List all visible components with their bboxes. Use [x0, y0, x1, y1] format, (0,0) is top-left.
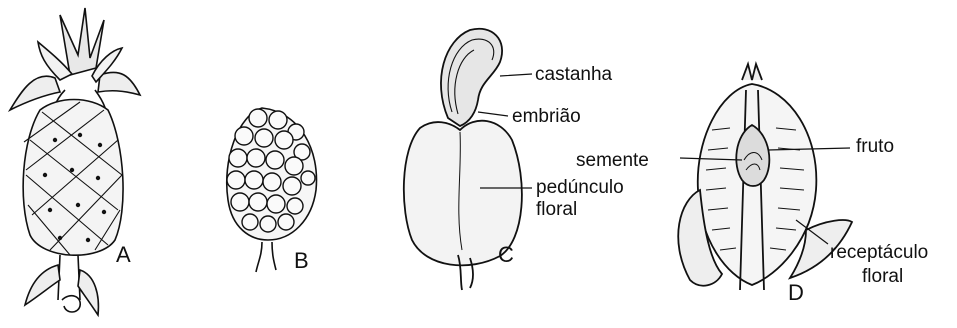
label-receptacle-line2: floral: [862, 266, 903, 287]
label-peduncle-line2: floral: [536, 199, 577, 220]
label-a: A: [116, 242, 131, 267]
pineapple-stalk: [25, 255, 98, 315]
panel-d-section: [678, 64, 852, 290]
label-embriao: embrião: [512, 106, 581, 127]
label-peduncle-line1: pedúnculo: [536, 177, 624, 198]
label-fruto: fruto: [856, 136, 894, 157]
cashew-nut: [441, 29, 502, 126]
label-receptacle-line1: receptáculo: [830, 242, 928, 263]
panel-a-pineapple: [10, 8, 140, 315]
pineapple-body: [23, 100, 123, 256]
label-castanha: castanha: [535, 64, 613, 85]
label-b: B: [294, 248, 309, 273]
label-d: D: [788, 280, 804, 305]
label-c: C: [498, 242, 514, 267]
label-semente: semente: [576, 150, 649, 171]
